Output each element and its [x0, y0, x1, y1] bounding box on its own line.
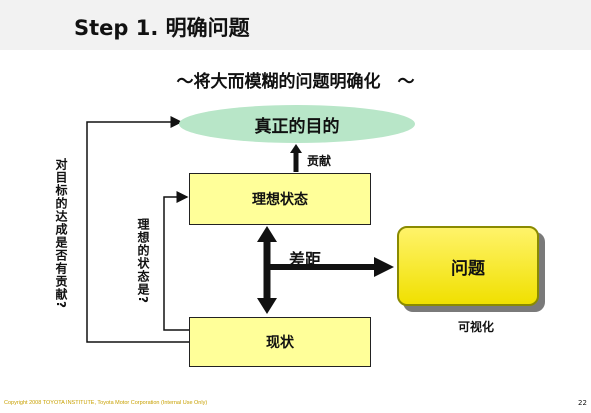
current-state-box: 现状	[189, 317, 371, 367]
page-number: 22	[578, 399, 587, 407]
ideal-state-box: 理想状态	[189, 173, 371, 225]
problem-arrow-head	[374, 257, 394, 277]
visualize-label: 可视化	[458, 320, 495, 334]
contribute-arrow-head	[290, 144, 302, 153]
problem-box: 问题	[397, 226, 539, 306]
feedback-loop-ideal	[163, 191, 189, 331]
copyright-footer: Copyright 2008 TOYOTA INSTITUTE, Toyota …	[4, 400, 208, 406]
gap-arrow-head-down	[257, 298, 277, 314]
page-title: Step 1. 明确问题	[74, 16, 250, 40]
header-bar: Step 1. 明确问题	[0, 0, 591, 50]
gap-label: 差距	[289, 250, 322, 269]
contribute-label: 贡献	[307, 154, 332, 168]
true-goal-ellipse: 真正的目的	[179, 105, 415, 143]
subtitle: ～将大而模糊的问题明确化 ～	[176, 72, 415, 92]
feedback-loop-goal	[86, 116, 189, 343]
gap-arrow-head-up	[257, 226, 277, 242]
ideal-state-question: 理想的状态是?	[136, 218, 150, 304]
contributes-to-goal-question: 对目标的达成是否有贡献?	[54, 158, 68, 309]
